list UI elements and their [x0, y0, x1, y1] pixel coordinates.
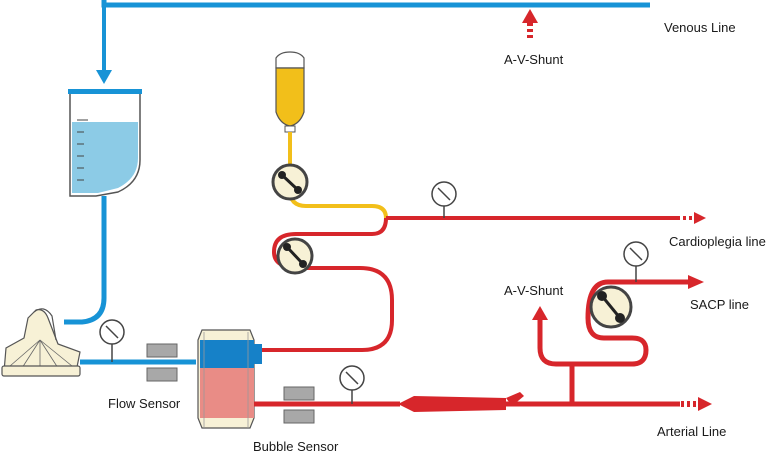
arterial-line-label: Arterial Line: [657, 424, 727, 439]
av-shunt-top-arrow-icon: [522, 9, 538, 38]
pressure-gauge-icon: [431, 181, 457, 218]
venous-arrow-icon: [96, 70, 112, 84]
av-shunt-top-label: A-V-Shunt: [504, 52, 564, 67]
bubble-sensor-label: Bubble Sensor: [253, 439, 339, 454]
oxygenator: [197, 329, 262, 429]
cardioplegia-line-arrow-icon: [683, 212, 706, 224]
flow-sensor-label: Flow Sensor: [108, 396, 181, 411]
sacp-line-label: SACP line: [690, 297, 750, 312]
main-pump: [1, 308, 81, 377]
cardioplegia-pump-icon: [271, 163, 309, 201]
arterial-line-arrow-icon: [681, 397, 712, 411]
arterial-filter: [398, 392, 524, 412]
av-shunt-arrow-icon: [532, 306, 548, 320]
av-shunt-mid-label: A-V-Shunt: [504, 283, 564, 298]
flow-sensor-icon: [146, 343, 178, 382]
reservoir-outflow-line: [64, 196, 107, 325]
pressure-gauge-icon: [339, 365, 365, 404]
blood-pump-icon: [276, 237, 314, 275]
sacp-arrow-icon: [688, 275, 704, 289]
bubble-sensor-icon: [283, 386, 315, 424]
av-shunt-line: [537, 320, 572, 367]
sacp-branch-line: [572, 279, 690, 367]
blood-cardioplegia-line: [262, 217, 394, 352]
cardioplegia-line-label: Cardioplegia line: [669, 234, 766, 249]
pressure-gauge-icon: [99, 319, 125, 362]
venous-line-label: Venous Line: [664, 20, 736, 35]
pressure-gauge-icon: [623, 241, 649, 282]
venous-line: [96, 0, 650, 84]
sacp-pump-icon: [589, 285, 633, 329]
venous-reservoir: [68, 89, 142, 197]
cardioplegia-bag: [275, 51, 305, 133]
